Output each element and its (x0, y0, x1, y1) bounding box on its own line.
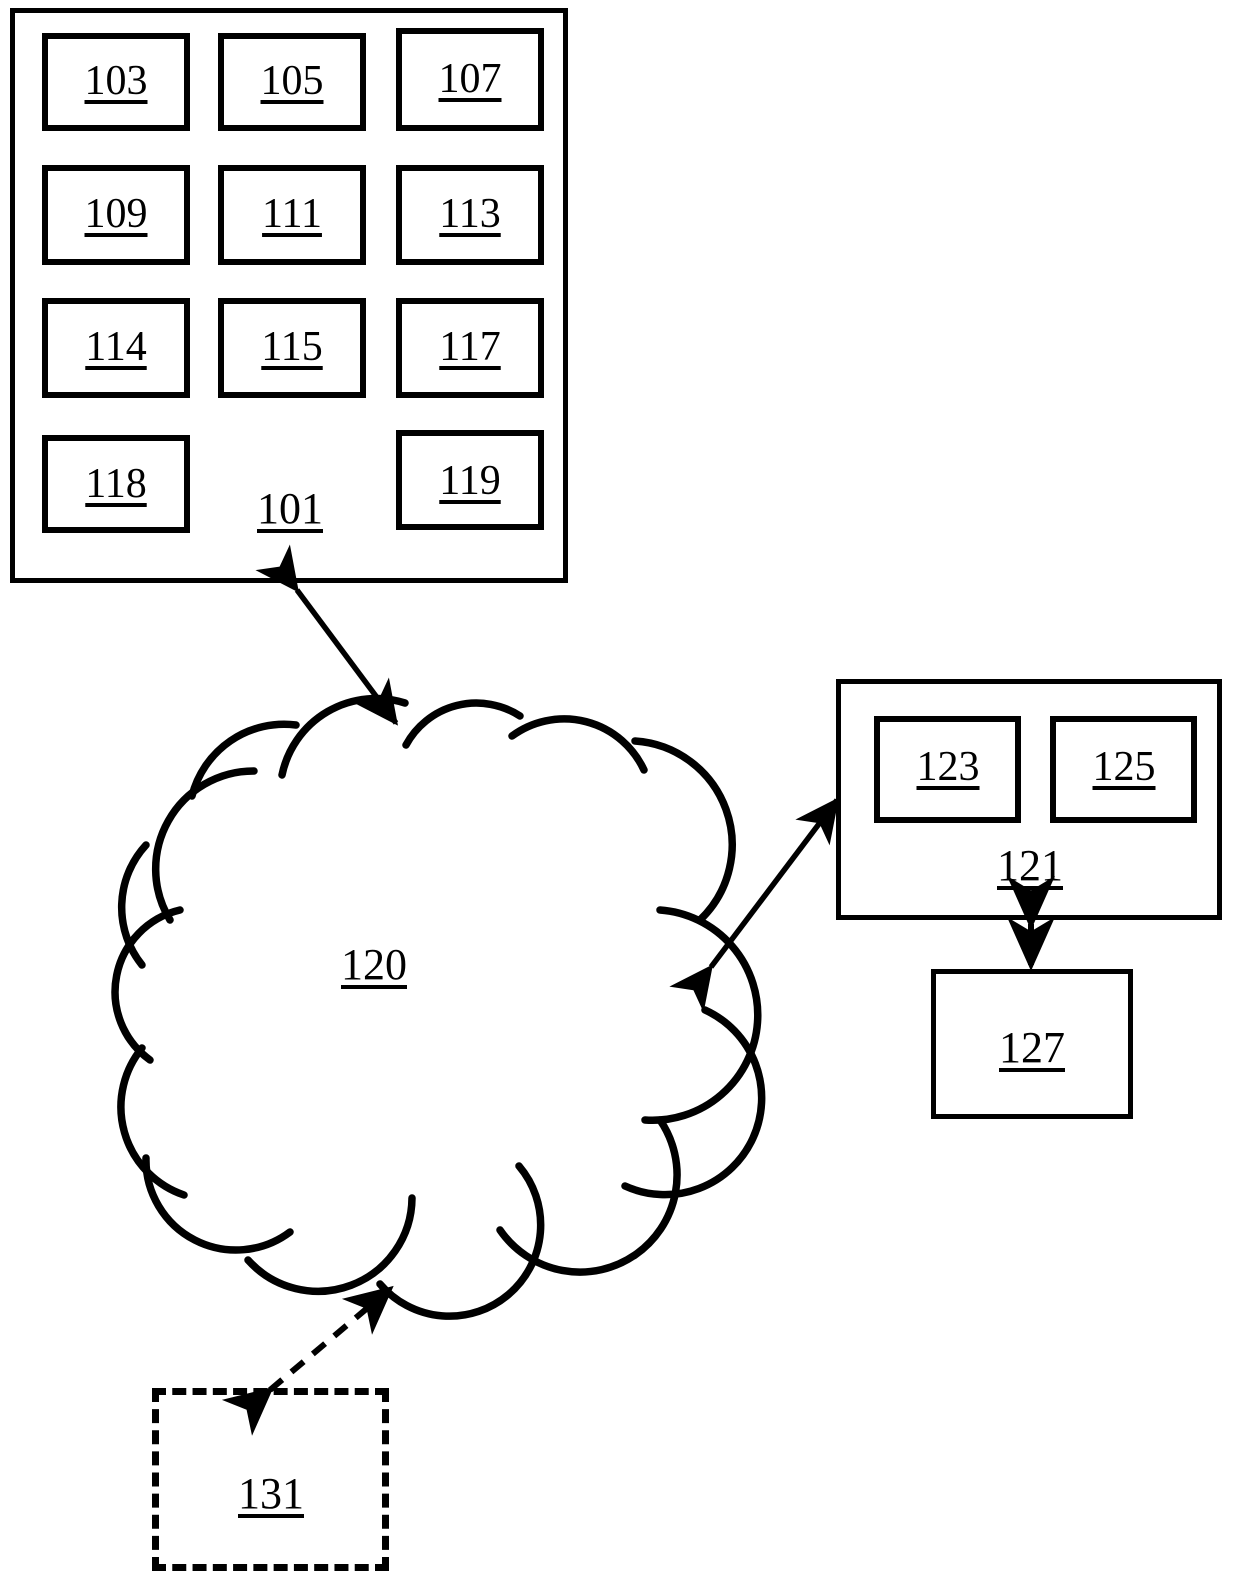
storage-block-label-127: 127 (999, 1023, 1065, 1072)
component-label-114: 114 (85, 324, 147, 370)
component-box-119 (396, 430, 544, 530)
component-label-119: 119 (439, 458, 501, 504)
component-label-123: 123 (916, 744, 980, 790)
component-box-123 (874, 716, 1021, 823)
component-label-117: 117 (439, 324, 501, 370)
network-cloud-shape (111, 694, 766, 1320)
device-block-label-101: 101 (257, 484, 323, 533)
connector-optional-to-cloud (221, 1285, 394, 1436)
component-box-105 (218, 33, 366, 131)
network-cloud-label-120: 120 (341, 940, 407, 989)
component-label-105: 105 (260, 58, 324, 104)
component-box-125 (1050, 716, 1197, 823)
component-label-113: 113 (439, 191, 501, 237)
component-label-111: 111 (262, 191, 322, 237)
connector-cloud-to-server (669, 797, 840, 1013)
component-box-113 (396, 165, 544, 265)
component-box-114 (42, 298, 190, 398)
component-box-103 (42, 33, 190, 131)
optional-block-label-131: 131 (238, 1469, 304, 1518)
component-label-118: 118 (85, 461, 147, 507)
component-box-109 (42, 165, 190, 265)
component-label-103: 103 (84, 58, 148, 104)
connector-device-to-cloud (255, 544, 399, 726)
component-box-118 (42, 435, 190, 533)
server-block-label-121: 121 (997, 841, 1063, 890)
component-box-111 (218, 165, 366, 265)
component-label-109: 109 (84, 191, 148, 237)
storage-block-127 (931, 969, 1133, 1119)
component-label-115: 115 (261, 324, 323, 370)
component-box-115 (218, 298, 366, 398)
component-box-117 (396, 298, 544, 398)
component-label-125: 125 (1092, 744, 1156, 790)
component-label-107: 107 (438, 56, 502, 102)
component-box-107 (396, 28, 544, 131)
